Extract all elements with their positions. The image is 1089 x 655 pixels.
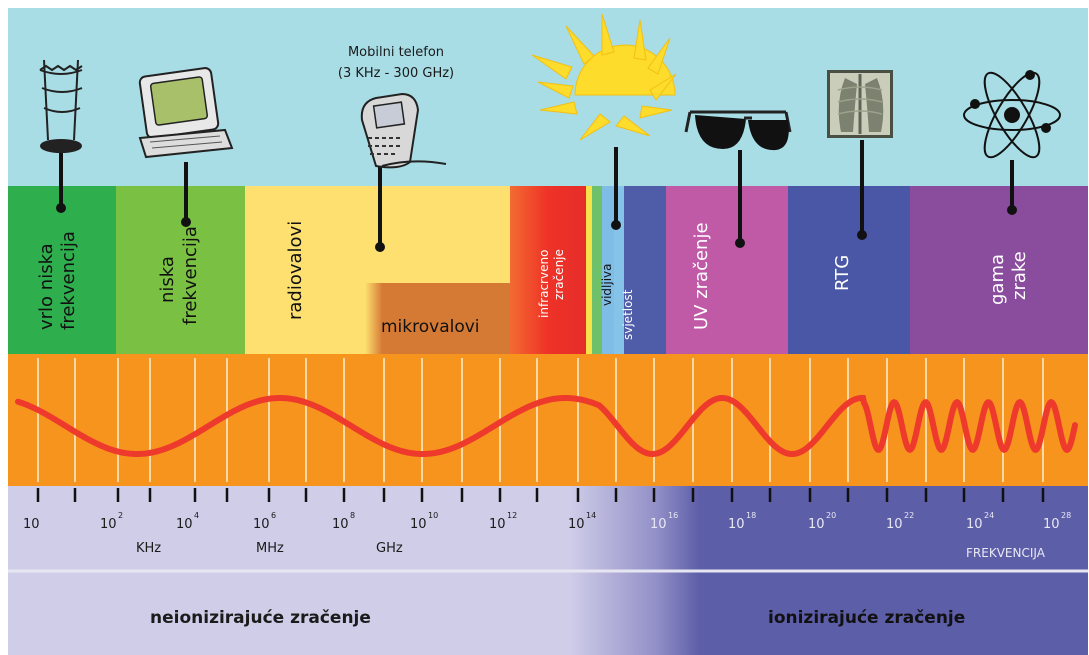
scale-tick-label: 10 bbox=[650, 517, 667, 532]
scale-tick-exponent: 12 bbox=[507, 511, 517, 520]
scale-tick-exponent: 24 bbox=[984, 511, 994, 520]
scale-tick-label: 10 bbox=[1043, 517, 1060, 532]
band-vlf bbox=[8, 186, 116, 354]
scale-tick-exponent: 6 bbox=[271, 511, 276, 520]
mobile-phone-icon bbox=[360, 92, 447, 169]
band-label-radio: radiovalovi bbox=[285, 221, 306, 320]
unit-khz: KHz bbox=[136, 541, 161, 556]
scale-tick-label: 10 bbox=[568, 517, 585, 532]
scale-tick-label: 10 bbox=[332, 517, 349, 532]
scale-tick-label: 10 bbox=[410, 517, 427, 532]
band-label-micro: mikrovalovi bbox=[381, 317, 480, 337]
ionizing-label: ionizirajuće zračenje bbox=[768, 608, 965, 628]
unit-mhz: MHz bbox=[256, 541, 284, 556]
scale-tick-label: 10 bbox=[489, 517, 506, 532]
band-visible-indigo bbox=[614, 186, 624, 354]
band-label-visible-2: svjetlost bbox=[621, 289, 635, 340]
scale-tick-exponent: 18 bbox=[746, 511, 756, 520]
scale-tick-label: 10 bbox=[100, 517, 117, 532]
band-label-vlf-2: frekvencija bbox=[58, 231, 79, 330]
scale-tick-label: 10 bbox=[808, 517, 825, 532]
spectrum-bands bbox=[8, 186, 1088, 354]
scale-tick-exponent: 4 bbox=[194, 511, 199, 520]
scale-tick-label: 10 bbox=[253, 517, 270, 532]
scale-tick-exponent: 8 bbox=[350, 511, 355, 520]
scale-tick-label: 10 bbox=[886, 517, 903, 532]
scale-tick-exponent: 20 bbox=[826, 511, 836, 520]
band-label-lf-2: frekvencija bbox=[180, 226, 201, 325]
band-label-vlf: vrlo niska bbox=[36, 243, 57, 330]
band-lf bbox=[116, 186, 245, 354]
scale-tick-label: 10 bbox=[728, 517, 745, 532]
band-labels: vrlo niska frekvencija niska frekvencija… bbox=[36, 221, 1030, 340]
band-violet-blue bbox=[624, 186, 666, 354]
scale-tick-exponent: 28 bbox=[1061, 511, 1071, 520]
band-label-ir: infracrveno bbox=[537, 250, 551, 318]
non-ionizing-label: neionizirajuće zračenje bbox=[150, 608, 371, 628]
scale-tick-exponent: 16 bbox=[668, 511, 678, 520]
band-uv bbox=[666, 186, 788, 354]
xray-icon bbox=[827, 70, 893, 138]
scale-tick-exponent: 14 bbox=[586, 511, 596, 520]
sun-icon bbox=[531, 13, 677, 141]
band-label-visible: vidljiva bbox=[600, 263, 614, 306]
scale-tick-label: 10 bbox=[23, 517, 40, 532]
unit-ghz: GHz bbox=[376, 541, 403, 556]
band-label-gamma: gama bbox=[987, 254, 1008, 305]
pointer-dots bbox=[56, 203, 1017, 252]
band-gamma bbox=[910, 186, 1088, 354]
band-visible-blue bbox=[602, 186, 614, 354]
band-ir bbox=[510, 186, 586, 354]
band-label-uv: UV zračenje bbox=[691, 222, 712, 330]
scale-tick-exponent: 22 bbox=[904, 511, 914, 520]
band-label-xray: RTG bbox=[832, 255, 853, 291]
band-xray bbox=[788, 186, 910, 354]
band-visible-red bbox=[586, 186, 592, 354]
band-micro bbox=[365, 283, 510, 354]
atom-icon bbox=[963, 70, 1061, 159]
pointer-lines bbox=[59, 140, 1014, 247]
scale-tick-exponent: 2 bbox=[118, 511, 123, 520]
mobile-caption-line1: Mobilni telefon bbox=[348, 45, 444, 60]
mobile-caption-line2: (3 KHz - 300 GHz) bbox=[338, 66, 454, 81]
wave-band bbox=[8, 354, 1088, 486]
band-label-gamma-2: zrake bbox=[1009, 251, 1030, 300]
scale-ticks bbox=[36, 488, 1045, 502]
scale-tick-exponent: 10 bbox=[428, 511, 438, 520]
band-visible-green bbox=[592, 186, 602, 354]
sunglasses-icon bbox=[684, 110, 792, 151]
computer-icon bbox=[138, 67, 234, 159]
antenna-icon bbox=[39, 59, 83, 153]
scale-tick-label: 10 bbox=[966, 517, 983, 532]
scale-tick-label: 10 bbox=[176, 517, 193, 532]
wave-line bbox=[15, 395, 1078, 457]
axis-label: FREKVENCIJA bbox=[966, 546, 1046, 560]
band-label-ir-2: zračenje bbox=[552, 249, 566, 300]
band-label-lf: niska bbox=[157, 256, 178, 303]
